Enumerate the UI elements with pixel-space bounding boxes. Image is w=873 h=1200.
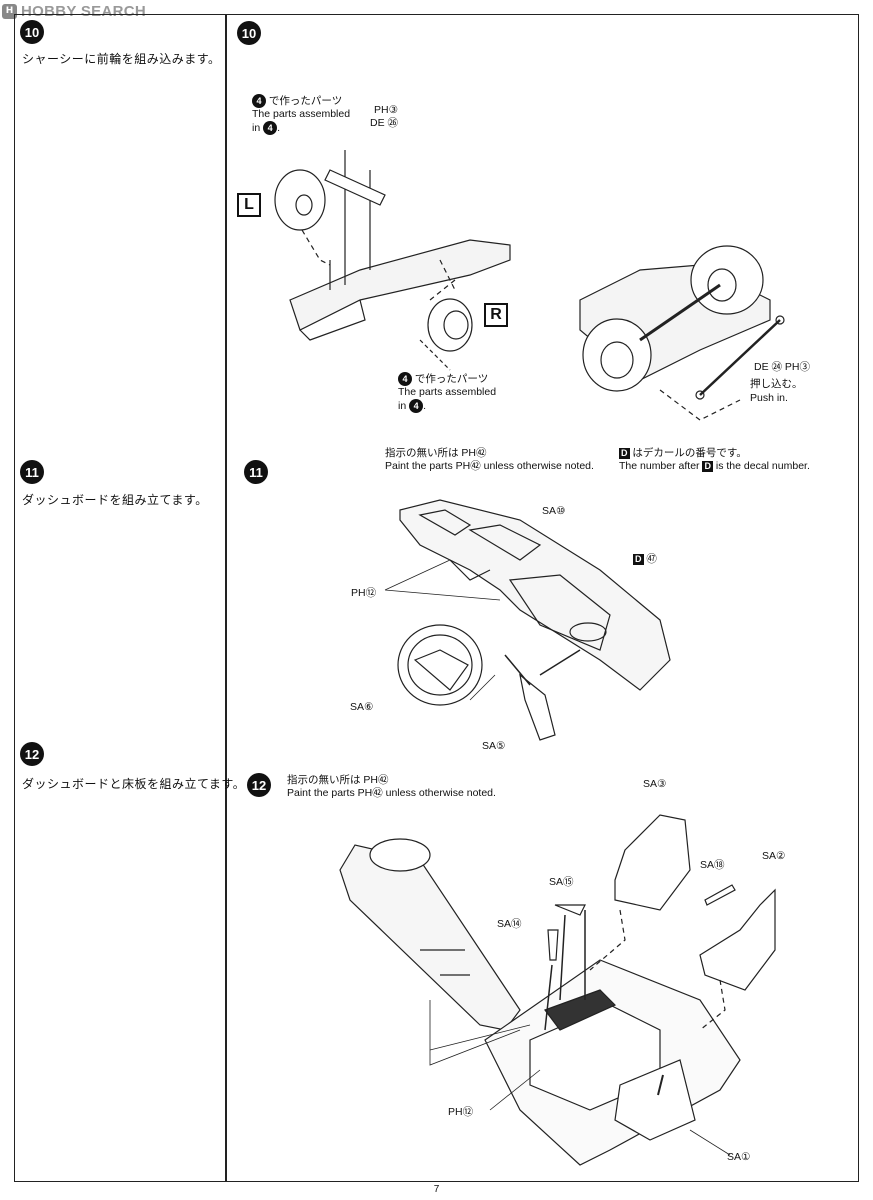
step-11-badge: 11 <box>244 460 268 484</box>
step10-left-note-en2: in <box>252 121 261 134</box>
step11-paint-note-jp: 指示の無い所は PH㊷ <box>385 447 487 459</box>
step10-right-note-en1: The parts assembled <box>398 386 497 398</box>
decal-d-icon: D <box>619 448 630 459</box>
step-10-text: シャーシーに前輪を組み込みます。 <box>22 52 221 66</box>
step11-decal-note-en: is the decal number. <box>715 460 810 472</box>
tie-rod-part-label: DE ㉔ PH③ <box>754 361 811 373</box>
decal-47-number: ㊼ <box>646 553 657 565</box>
step11-paint-note: 指示の無い所は PH㊷ Paint the parts PH㊷ unless o… <box>385 447 594 473</box>
step-10-badge: 10 <box>237 21 261 45</box>
step-12-text: ダッシュボードと床板を組み立てます。 <box>22 777 246 791</box>
step12-paint-note-en: Paint the parts PH㊷ unless otherwise not… <box>287 787 496 799</box>
step12-paint-note: 指示の無い所は PH㊷ Paint the parts PH㊷ unless o… <box>287 774 496 800</box>
step11-decal-note-en-prefix: The number after <box>619 460 700 472</box>
step-12-badge-left: 12 <box>20 742 44 766</box>
push-in-jp: 押し込む。 <box>750 378 803 390</box>
ref-step-4-icon: 4 <box>398 372 412 386</box>
step11-decal-note-jp: はデカールの番号です。 <box>632 447 747 459</box>
step10-right-note-jp: で作ったパーツ <box>414 372 489 385</box>
step10-right-chassis <box>579 245 785 421</box>
step10-right-note-en2: in <box>398 399 407 412</box>
hobby-search-logo: H HOBBY SEARCH <box>2 2 146 20</box>
step10-left-note-en1: The parts assembled <box>252 108 351 120</box>
step11-paint-note-en: Paint the parts PH㊷ unless otherwise not… <box>385 460 594 472</box>
part-sa18: SA⑱ <box>700 859 725 871</box>
step11-ph12: PH⑫ <box>351 587 377 599</box>
push-in-en: Push in. <box>750 392 788 404</box>
ref-step-4-icon: 4 <box>252 94 266 108</box>
step10-part-de26: DE ㉖ <box>370 117 399 129</box>
left-side-label: L <box>237 193 261 217</box>
decal-d-icon: D <box>633 554 644 565</box>
logo-text: HOBBY SEARCH <box>21 2 147 20</box>
step-11-badge-left: 11 <box>20 460 44 484</box>
decal-d-icon: D <box>702 461 713 472</box>
logo-mark-icon: H <box>2 3 17 19</box>
part-sa14: SA⑭ <box>497 918 522 930</box>
step-12-badge: 12 <box>247 773 271 797</box>
part-sa5: SA⑤ <box>482 740 506 752</box>
step10-left-chassis <box>274 150 511 371</box>
step12-paint-note-jp: 指示の無い所は PH㊷ <box>287 774 389 786</box>
step10-right-note: 4 で作ったパーツ The parts assembled in 4. <box>398 372 497 413</box>
ref-step-4-icon: 4 <box>263 121 278 135</box>
part-sa3: SA③ <box>643 778 667 790</box>
page-number: 7 <box>433 1184 440 1195</box>
page-frame <box>14 14 859 1182</box>
part-sa2: SA② <box>762 850 786 862</box>
step12-ph12: PH⑫ <box>448 1106 474 1118</box>
part-sa1: SA① <box>727 1151 751 1163</box>
step10-left-note: 4 で作ったパーツ The parts assembled in 4. <box>252 94 351 135</box>
decal-47-label: D ㊼ <box>633 553 657 566</box>
step11-decal-note: D はデカールの番号です。 The number after D is the … <box>619 447 810 473</box>
part-sa15: SA⑮ <box>549 876 574 888</box>
part-sa10: SA⑩ <box>542 505 566 517</box>
step-10-badge-left: 10 <box>20 20 44 44</box>
part-sa6: SA⑥ <box>350 701 374 713</box>
ref-step-4-icon: 4 <box>409 399 424 413</box>
step10-part-ph3: PH③ <box>374 104 398 116</box>
right-side-label: R <box>484 303 508 327</box>
step12-floor-assembly <box>339 814 776 1166</box>
step10-left-note-jp: で作ったパーツ <box>268 94 343 107</box>
step-11-text: ダッシュボードを組み立てます。 <box>22 493 208 507</box>
column-divider <box>225 14 227 1182</box>
step11-dashboard <box>384 499 671 741</box>
